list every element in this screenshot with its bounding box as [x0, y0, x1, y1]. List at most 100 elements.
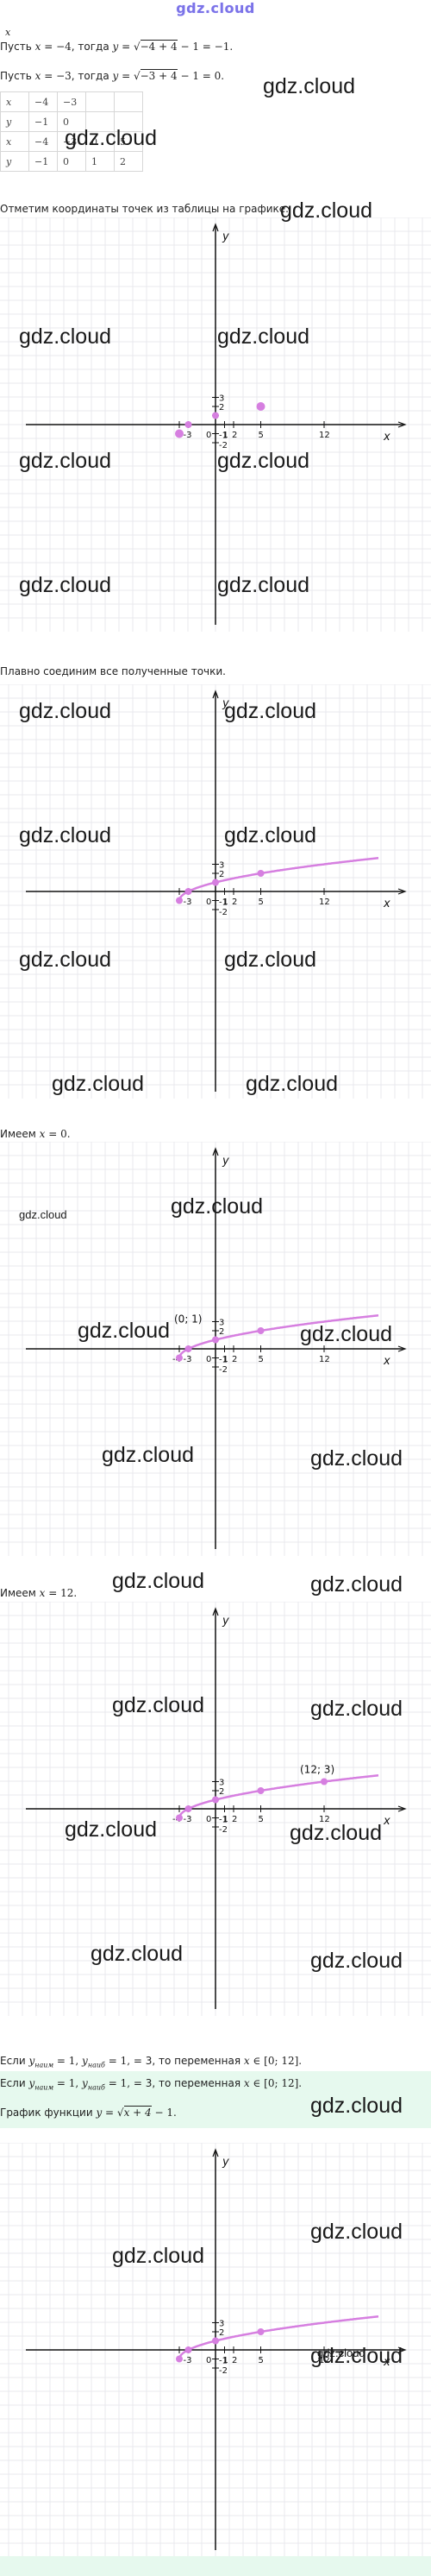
watermark: gdz.cloud — [112, 2244, 205, 2268]
watermark: gdz.cloud — [112, 1693, 205, 1717]
watermark: gdz.cloud — [19, 699, 112, 723]
tick-label-x: 2 — [232, 1355, 237, 1364]
data-point — [257, 870, 265, 877]
tick-label-x: 1 — [223, 1815, 228, 1824]
step-line-2: Пусть x = −3, тогда y = √−3 + 4 − 1 = 0. — [0, 69, 225, 82]
tick-label-x: 12 — [319, 1815, 330, 1824]
tick-label-x: 12 — [319, 1355, 330, 1364]
watermark: gdz.cloud — [310, 1697, 403, 1721]
function-curve — [178, 857, 379, 901]
tick-label-origin: 0 — [206, 431, 211, 440]
tick-label-x: 2 — [232, 431, 237, 440]
tick-label-y: -2 — [219, 1365, 228, 1375]
tick-label-y: 3 — [219, 1319, 224, 1328]
watermark: gdz.cloud — [19, 573, 112, 597]
y-arrow — [212, 1147, 219, 1156]
x-axis-label: x — [383, 1815, 390, 1828]
watermark: gdz.cloud — [217, 324, 310, 349]
tick-label-x: 1 — [223, 431, 228, 440]
tick-label-origin: 0 — [206, 898, 211, 907]
x-axis-label: x — [383, 898, 390, 910]
data-point — [184, 421, 192, 428]
tick-label-y: 2 — [219, 403, 224, 413]
watermark: gdz.cloud — [112, 1569, 205, 1593]
function-line: График функции y = √x + 4 − 1. — [0, 2106, 177, 2119]
table-row: x−4−3 — [0, 91, 143, 112]
tick-label-x: 1 — [223, 898, 228, 907]
watermark: gdz.cloud — [171, 1194, 264, 1219]
intro-variable: x — [5, 27, 11, 38]
y-arrow — [212, 2148, 219, 2157]
tick-label-y: 3 — [219, 394, 224, 404]
function-curve — [178, 1774, 379, 1818]
tick-label-x: 2 — [232, 2356, 237, 2365]
y-axis-label: y — [222, 697, 229, 710]
watermark: gdz.cloud — [310, 2344, 403, 2368]
data-point — [257, 1787, 265, 1794]
watermark: gdz.cloud — [217, 449, 310, 473]
tick-label-y: 2 — [219, 870, 224, 879]
tick-label-y: 3 — [219, 861, 224, 871]
data-point — [184, 1805, 192, 1812]
tick-label-y: 2 — [219, 1787, 224, 1797]
tick-label-x: -3 — [184, 898, 192, 907]
watermark: gdz.cloud — [19, 1208, 67, 1221]
data-point — [184, 1345, 192, 1352]
x-arrow — [397, 421, 407, 428]
watermark: gdz.cloud — [310, 1572, 403, 1597]
bottom-highlight — [0, 2556, 431, 2576]
y-arrow — [212, 1607, 219, 1616]
watermark: gdz.cloud — [78, 1319, 171, 1343]
watermark: gdz.cloud — [290, 1821, 383, 1845]
watermark: gdz.cloud — [65, 1817, 158, 1842]
watermark: gdz.cloud — [102, 1443, 195, 1467]
data-point — [175, 429, 184, 438]
tick-label-x: -3 — [184, 1355, 192, 1364]
tick-label-x: 12 — [319, 898, 330, 907]
tick-label-y: -2 — [219, 441, 228, 450]
y-arrow — [212, 223, 219, 232]
tick-label-x: 5 — [259, 431, 264, 440]
tick-label-x: 12 — [319, 431, 330, 440]
tick-label-y: 3 — [219, 2320, 224, 2329]
watermark: gdz.cloud — [52, 1072, 145, 1096]
tick-label-x: 1 — [223, 1355, 228, 1364]
tick-label-y: 2 — [219, 2328, 224, 2338]
point-annotation: (12; 3) — [300, 1764, 334, 1776]
tick-label-x: 5 — [259, 1815, 264, 1824]
watermark: gdz.cloud — [246, 1072, 339, 1096]
watermark: gdz.cloud — [19, 823, 112, 847]
x-arrow — [397, 1345, 407, 1352]
tick-label-y: -1 — [219, 2357, 228, 2366]
x-axis-label: x — [383, 1355, 390, 1368]
tick-label-x: 5 — [259, 2356, 264, 2365]
have-x0-text: Имеем x = 0. — [0, 1128, 71, 1140]
site-logo[interactable]: gdz.cloud — [176, 0, 255, 16]
watermark: gdz.cloud — [310, 1949, 403, 1973]
data-point — [257, 2328, 265, 2335]
data-point — [212, 1796, 219, 1804]
data-point — [257, 1327, 265, 1334]
tick-label-y: 3 — [219, 1779, 224, 1788]
x-arrow — [397, 1805, 407, 1812]
watermark: gdz.cloud — [217, 573, 310, 597]
tick-label-y: -2 — [219, 908, 228, 917]
data-point — [184, 888, 192, 895]
watermark: gdz.cloud — [224, 948, 317, 972]
watermark: gdz.cloud — [224, 699, 317, 723]
tick-label-y: -2 — [219, 2366, 228, 2376]
watermark: gdz.cloud — [310, 1446, 403, 1471]
data-point — [212, 2337, 219, 2345]
tick-label-x: 1 — [223, 2356, 228, 2365]
watermark: gdz.cloud — [317, 2346, 365, 2359]
mark-points-text: Отметим координаты точек из таблицы на г… — [0, 203, 289, 215]
connect-text: Плавно соединим все полученные точки. — [0, 665, 226, 677]
y-axis-label: y — [222, 2156, 229, 2169]
step-line-1: Пусть x = −4, тогда y = √−4 + 4 − 1 = −1… — [0, 40, 234, 53]
